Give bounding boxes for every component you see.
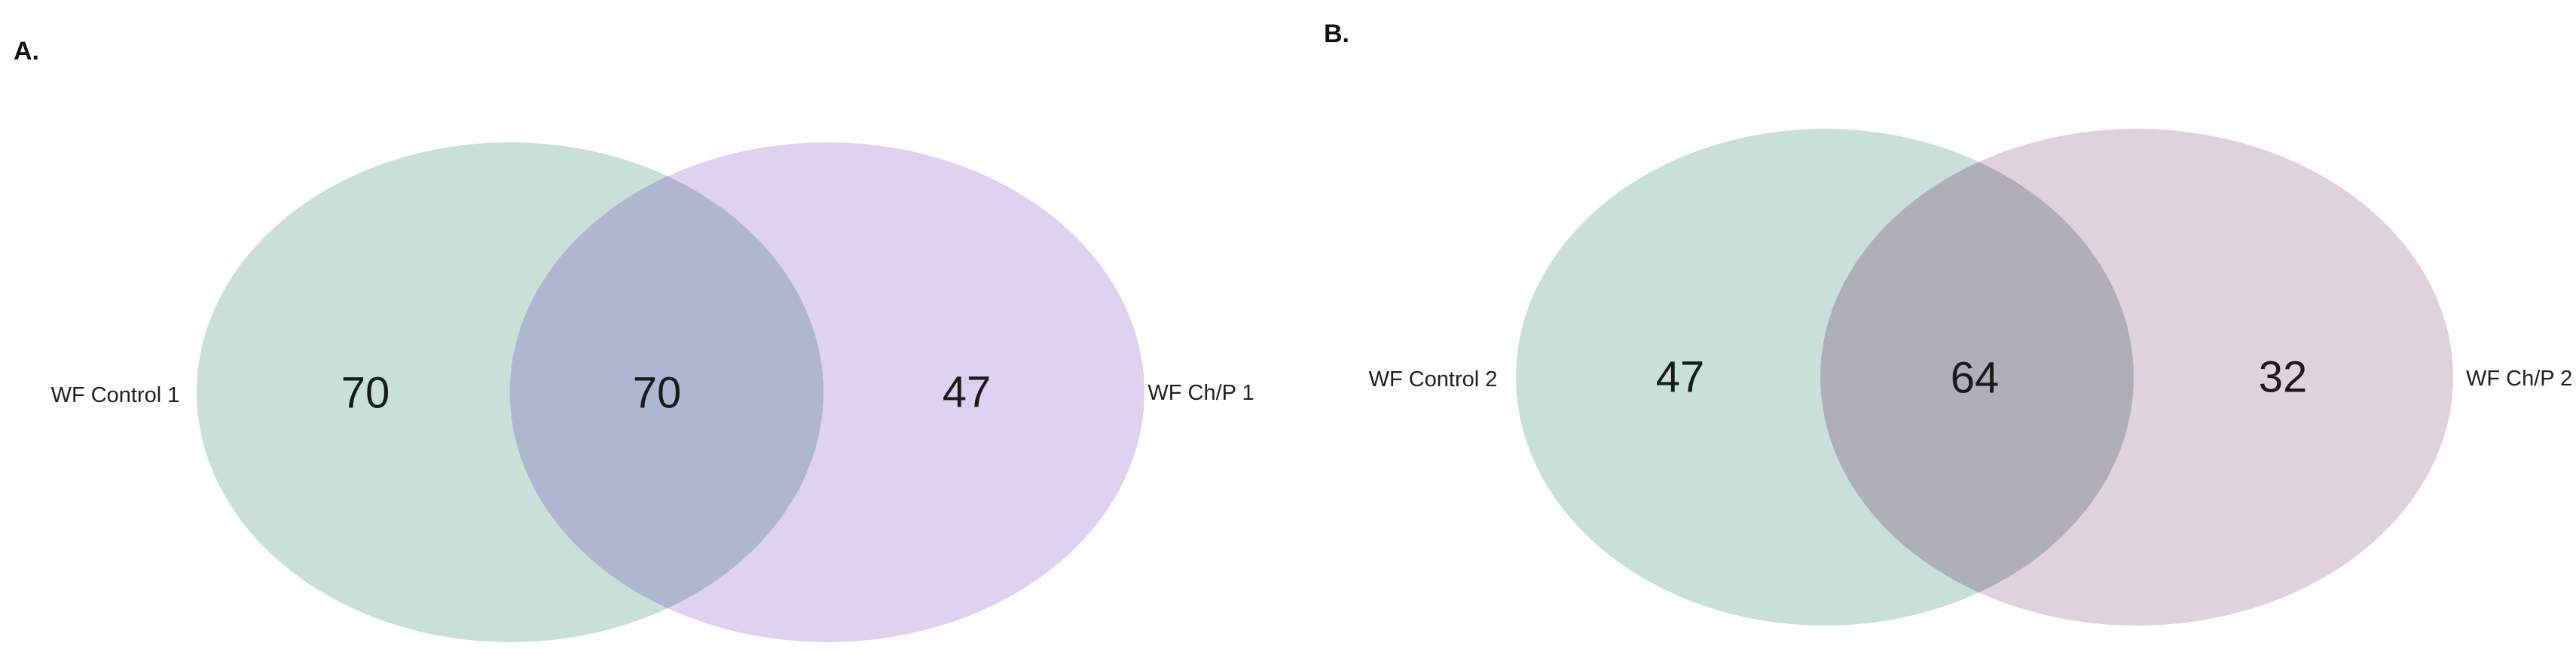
panel-a: A. WF Control 1 70 70 47 WF Ch/P 1 [14, 37, 1254, 642]
panel-b-right-set-label: WF Ch/P 2 [2466, 367, 2572, 391]
panel-b: B. WF Control 2 47 64 32 WF Ch/P 2 [1324, 20, 2572, 626]
panel-a-left-set-label: WF Control 1 [51, 383, 180, 407]
panel-a-right-count: 47 [943, 368, 992, 417]
panel-a-overlap-region [509, 176, 824, 608]
panel-a-left-count: 70 [341, 369, 390, 418]
panel-a-letter: A. [14, 37, 39, 66]
panel-b-left-set-label: WF Control 2 [1369, 367, 1498, 391]
panel-b-left-count: 47 [1656, 353, 1705, 402]
panel-b-letter: B. [1324, 20, 1349, 48]
panel-b-overlap-region [1820, 162, 2134, 593]
panel-b-right-count: 32 [2259, 353, 2308, 402]
panel-a-right-set-label: WF Ch/P 1 [1147, 381, 1254, 405]
panel-a-overlap-count: 70 [633, 369, 682, 418]
panel-b-overlap-count: 64 [1951, 354, 2000, 403]
